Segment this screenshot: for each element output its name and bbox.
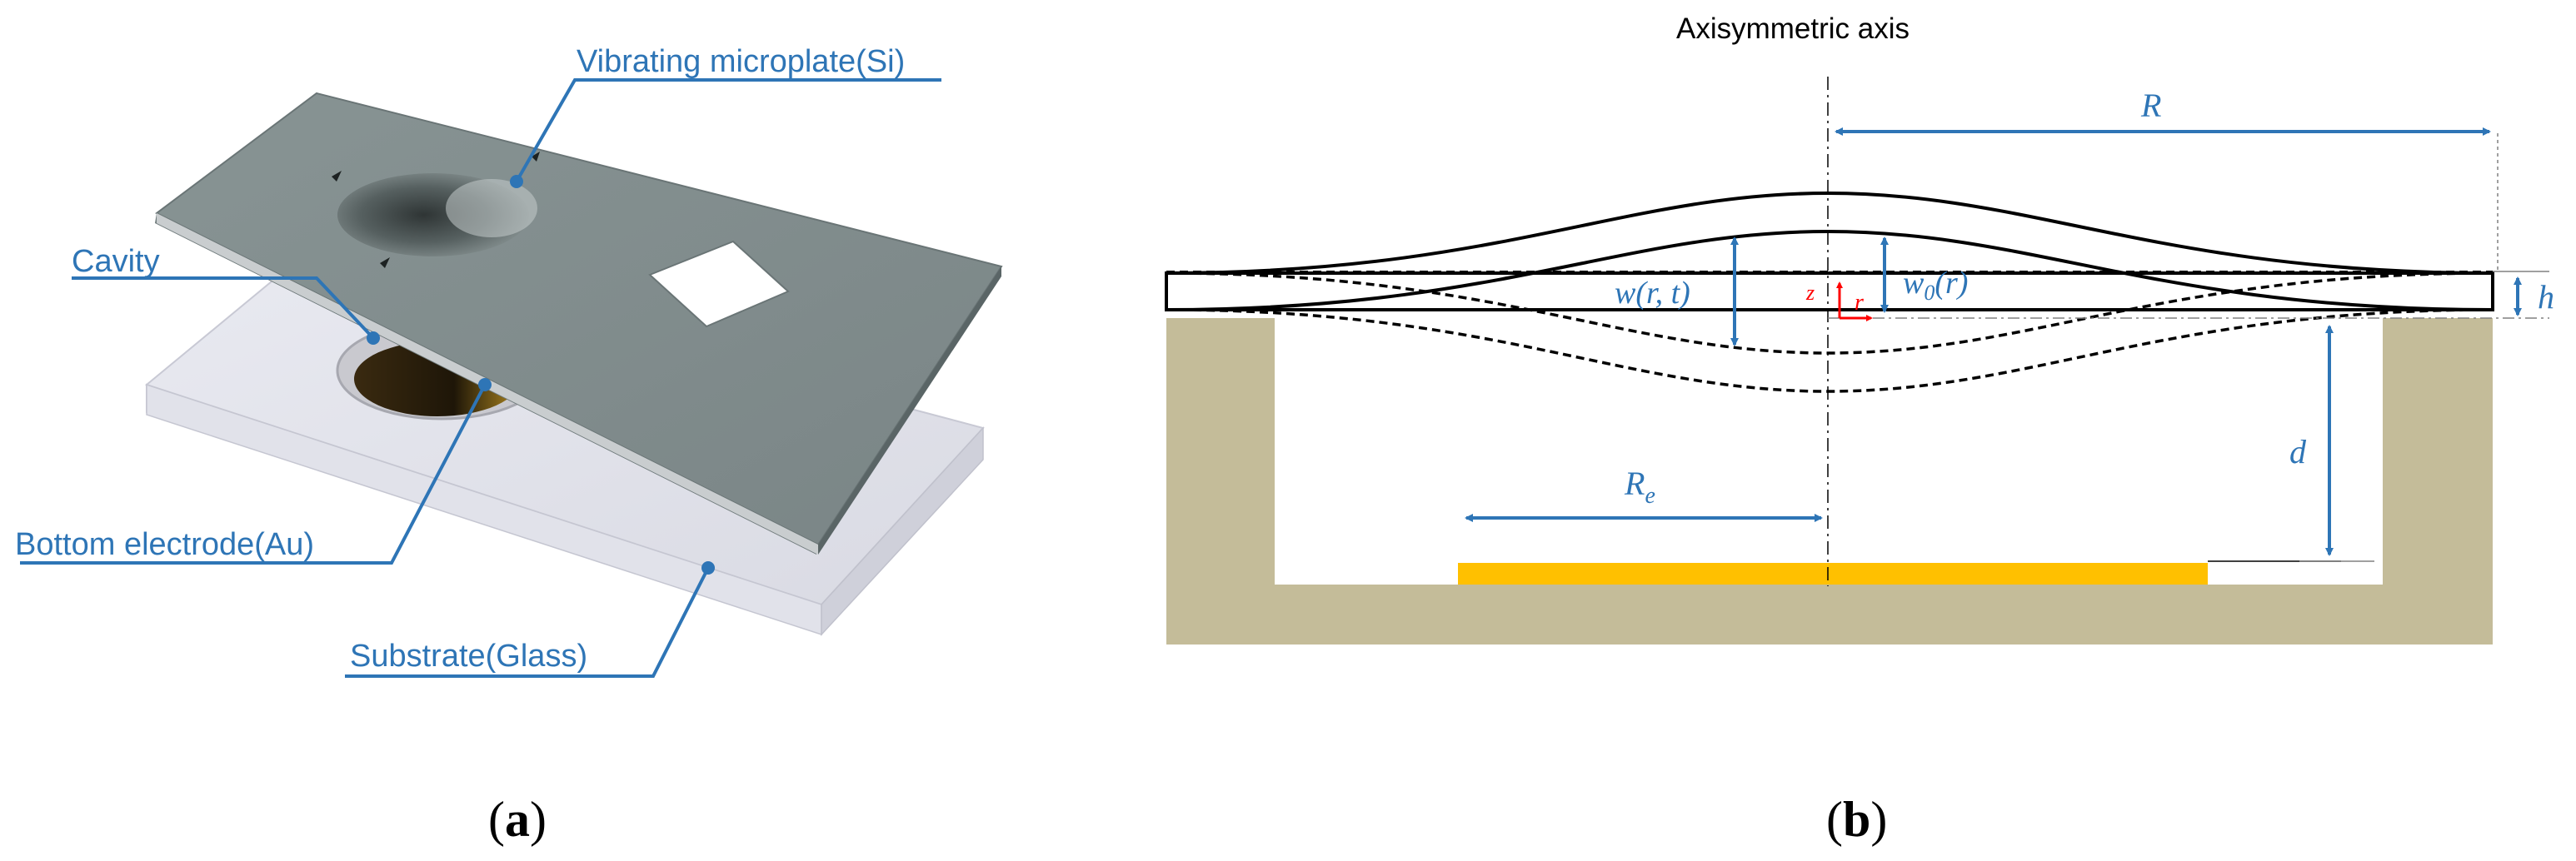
panel-b-labels: Axisymmetric axis R h d Re w(r, t) w0(r) <box>1615 12 2554 509</box>
label-microplate: Vibrating microplate(Si) <box>577 44 905 79</box>
label-w: w(r, t) <box>1615 276 1690 311</box>
substrate-side-thickness <box>821 426 984 636</box>
microplate-window <box>648 240 790 328</box>
panel-b-dimensions <box>1465 127 2522 556</box>
leader-cavity <box>72 276 375 340</box>
panel-a-leaders <box>20 78 941 678</box>
z-axis-label: z <box>1805 281 1815 305</box>
caption-b: (b) <box>1826 792 1887 847</box>
caption-a: (a) <box>488 792 547 847</box>
panel-a-labels: Vibrating microplate(Si) Cavity Bottom e… <box>15 44 905 674</box>
label-w0: w0(r) <box>1903 266 1968 305</box>
label-h: h <box>2538 278 2554 316</box>
panel-b-section <box>1165 77 2549 645</box>
local-axes <box>1836 281 1873 321</box>
axis-title: Axisymmetric axis <box>1676 12 1910 45</box>
label-d: d <box>2289 433 2307 470</box>
label-cavity: Cavity <box>72 244 160 279</box>
leader-substrate <box>345 567 710 678</box>
deflection-up-top <box>1166 191 2494 275</box>
deflection-down-bottom <box>1166 308 2494 393</box>
microplate-right-thickness <box>818 266 1001 555</box>
label-Re: Re <box>1624 465 1655 509</box>
bottom-electrode <box>1458 563 2208 585</box>
label-electrode: Bottom electrode(Au) <box>15 527 314 562</box>
panel-a-render <box>144 92 1003 636</box>
deflection-up-bottom <box>1166 229 2494 311</box>
label-R: R <box>2140 87 2161 124</box>
plate-section <box>1165 271 2494 311</box>
leader-microplate <box>515 78 941 182</box>
substrate-cross-section <box>1166 318 2493 645</box>
deflection-down-top <box>1166 271 2494 355</box>
leader-electrode <box>20 384 487 565</box>
r-axis-label: r <box>1855 290 1864 316</box>
label-substrate: Substrate(Glass) <box>350 639 587 674</box>
